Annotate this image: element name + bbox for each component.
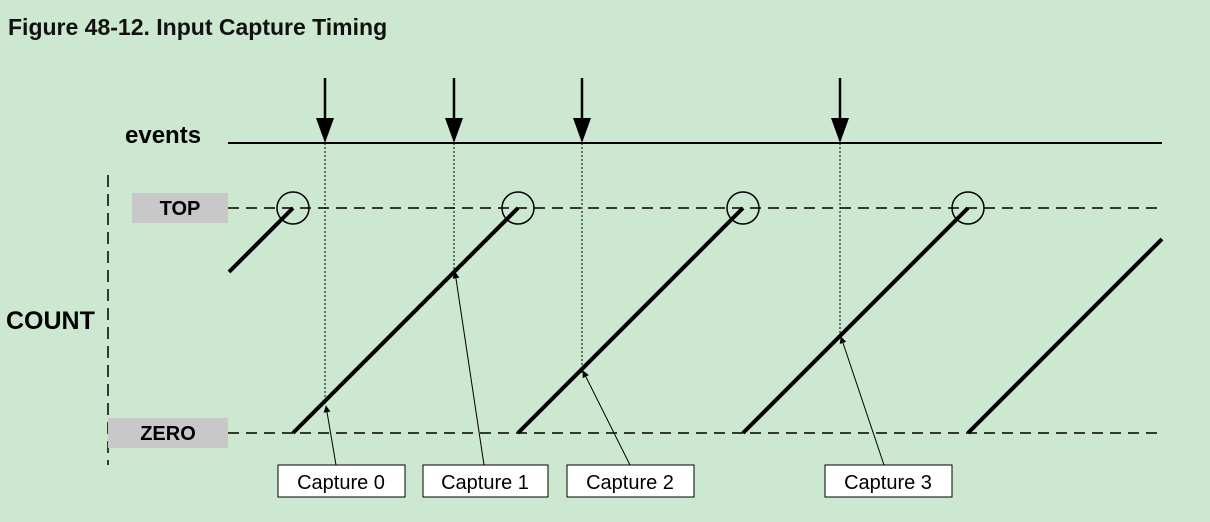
- capture-pointer: [582, 370, 631, 466]
- top-reached-circle: [501, 191, 535, 225]
- capture-pointer: [839, 336, 885, 466]
- capture-box-0: Capture 0: [277, 464, 406, 498]
- event-arrow: [573, 78, 591, 143]
- top-label: TOP: [160, 198, 201, 220]
- top-reached-circle: [276, 191, 310, 225]
- capture-pointer: [323, 405, 337, 466]
- event-arrow: [445, 78, 463, 143]
- capture-pointer: [452, 271, 485, 466]
- capture-label: Capture 1: [441, 472, 529, 494]
- capture-label: Capture 3: [844, 472, 932, 494]
- top-reached-circle: [726, 191, 760, 225]
- zero-label-box: [108, 418, 228, 448]
- count-ramp: [516, 206, 745, 435]
- top-label-box: [132, 193, 228, 223]
- figure-title: Figure 48-12. Input Capture Timing: [8, 14, 388, 40]
- count-ramp: [966, 237, 1164, 435]
- capture-label: Capture 0: [297, 472, 385, 494]
- event-arrow: [831, 78, 849, 143]
- zero-label: ZERO: [140, 423, 196, 445]
- count-ramp: [291, 206, 520, 435]
- capture-label: Capture 2: [586, 472, 674, 494]
- capture-box-1: Capture 1: [422, 464, 549, 498]
- event-arrow: [316, 78, 334, 143]
- count-label: COUNT: [6, 307, 95, 335]
- top-reached-circle: [951, 191, 985, 225]
- capture-box-3: Capture 3: [824, 464, 953, 498]
- count-ramp: [227, 206, 295, 274]
- count-ramp: [741, 206, 970, 435]
- capture-box-2: Capture 2: [566, 464, 695, 498]
- events-label: events: [125, 122, 201, 149]
